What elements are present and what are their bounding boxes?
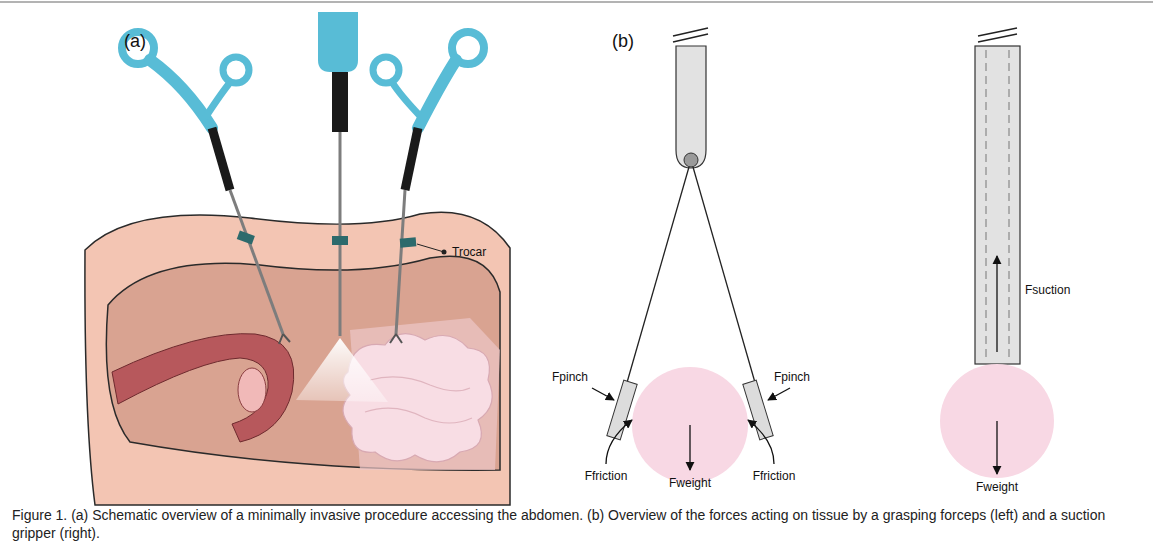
spray xyxy=(296,338,388,402)
grasper-instrument xyxy=(373,32,484,343)
force-label: Ffriction xyxy=(753,469,796,483)
force-label: Fweight xyxy=(976,480,1018,494)
panel-letter: (b) xyxy=(612,30,634,52)
force-label: Fweight xyxy=(669,476,711,490)
force-label: Fsuction xyxy=(1025,283,1070,297)
figure-caption: Figure 1. (a) Schematic overview of a mi… xyxy=(12,506,1140,542)
part-label: Trocar xyxy=(452,245,486,259)
grasper-instrument xyxy=(122,32,290,344)
trocar-leader xyxy=(417,244,447,255)
top-rule xyxy=(0,1,1153,3)
force-label: Fpinch xyxy=(774,370,810,384)
force-label: Ffriction xyxy=(585,469,628,483)
panel-letter: (a) xyxy=(124,30,146,52)
forceps-diagram xyxy=(592,28,790,483)
abdomen xyxy=(85,212,510,505)
force-label: Fpinch xyxy=(552,370,588,384)
uterus-organ xyxy=(112,334,294,442)
suction-gripper-diagram xyxy=(940,28,1054,478)
suction-instrument xyxy=(318,12,358,336)
